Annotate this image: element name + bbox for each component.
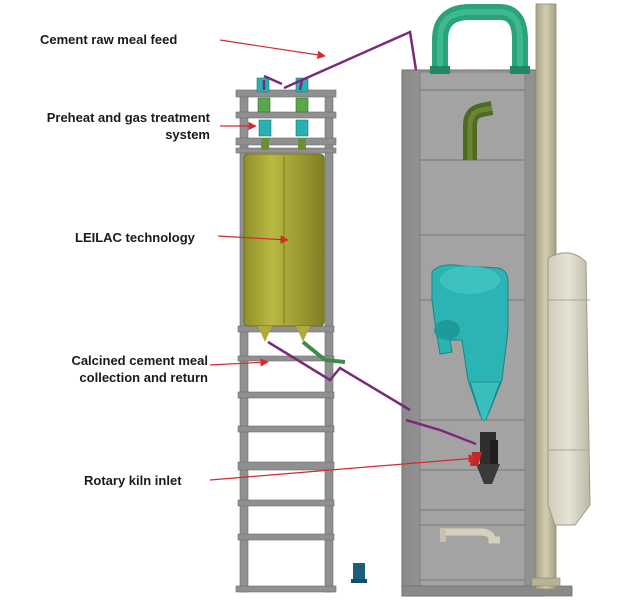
- preheat-cyclones: [256, 77, 309, 150]
- arrow-icon: [209, 358, 269, 367]
- arrow-icon: [219, 39, 326, 60]
- leilac-reactor: [243, 153, 325, 342]
- arrow-icon: [209, 454, 477, 481]
- arrow-icon: [217, 235, 289, 244]
- label-preheat-line2: system: [165, 127, 210, 142]
- label-preheat-line1: Preheat and gas treatment: [46, 110, 210, 125]
- return-duct: [301, 340, 346, 364]
- label-calcined-line1: Calcined cement meal: [71, 353, 208, 368]
- label-calcined-line2: collection and return: [79, 370, 208, 385]
- label-preheat: Preheat and gas treatment system: [5, 109, 210, 143]
- ground-tank: [351, 563, 367, 583]
- bottom-duct: [440, 528, 500, 544]
- meal-pipes: [262, 30, 477, 446]
- steel-frame: [235, 89, 337, 593]
- label-leilac: LEILAC technology: [75, 230, 195, 245]
- label-raw-meal-feed: Cement raw meal feed: [40, 32, 178, 47]
- top-gas-duct: [430, 4, 530, 74]
- label-calcined: Calcined cement meal collection and retu…: [5, 352, 208, 386]
- riser-elbow: [463, 101, 494, 160]
- tower-cyclones: [431, 264, 509, 421]
- annotation-arrows: [209, 39, 477, 481]
- scrubber-vessel: [547, 252, 591, 526]
- label-kiln-inlet: Rotary kiln inlet: [84, 473, 182, 488]
